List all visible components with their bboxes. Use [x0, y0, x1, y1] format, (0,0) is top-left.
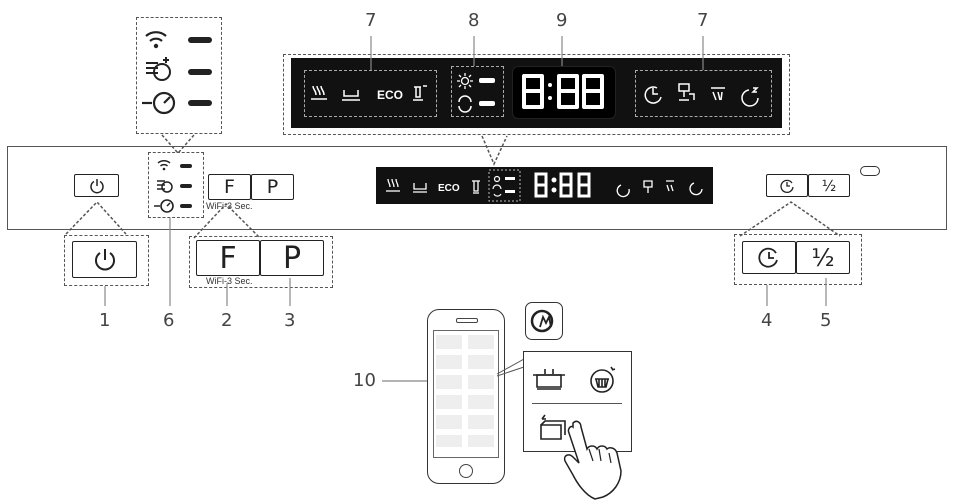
callout-6: 6: [163, 310, 175, 331]
callout-4: 4: [761, 310, 773, 331]
wifi-icon: [157, 159, 171, 171]
wifi-hint-large: WiFi-3 Sec.: [206, 276, 253, 286]
power-icon: [94, 248, 115, 270]
rinse-aid-icon: [458, 95, 472, 113]
f-button[interactable]: F: [208, 174, 251, 200]
wifi-hint-small: WiFi-3 Sec.: [206, 201, 253, 211]
fp-zoom-frame: [189, 236, 333, 288]
control-panel: [7, 146, 947, 230]
callout-5: 5: [820, 310, 832, 331]
intensive-icon: [311, 85, 327, 100]
f-button-large[interactable]: F: [196, 240, 260, 276]
clock-icon: [758, 247, 778, 268]
display-zoom-frame: [283, 54, 790, 135]
delay-timer-button[interactable]: [766, 174, 808, 197]
program-icons-row-left: ECO: [311, 85, 427, 102]
quick-icon: [644, 86, 662, 104]
status-zoom-frame: [136, 17, 222, 134]
auto-dry-icon-large: [146, 57, 171, 81]
power-zoom-frame: [64, 235, 149, 286]
pot-icon: [533, 369, 565, 390]
delay-timer-button-large[interactable]: [742, 241, 796, 274]
power-button-large[interactable]: [72, 241, 137, 278]
callout-8: 8: [468, 10, 480, 31]
glass-icon: [342, 90, 360, 101]
callout-7-right: 7: [697, 10, 709, 31]
clock-icon: [780, 179, 794, 193]
callout-10: 10: [353, 370, 376, 391]
p-button[interactable]: P: [251, 174, 294, 200]
basket-icon: [590, 366, 616, 393]
eco-label-mini: ECO: [438, 183, 460, 194]
power-button[interactable]: [74, 174, 119, 197]
status-indicators: [152, 154, 202, 216]
digits-8-88: [522, 74, 604, 109]
eco-label: ECO: [377, 88, 403, 102]
callout-1: 1: [99, 310, 111, 331]
callout-3: 3: [284, 310, 296, 331]
mini-display: ECO: [376, 167, 713, 204]
salt-icon: [457, 73, 473, 89]
rinse-icon: [413, 85, 427, 101]
callout-7-left: 7: [365, 10, 377, 31]
status-zoom-inner: [451, 66, 504, 117]
program-icons-left: [304, 70, 437, 117]
half-load-button[interactable]: ½: [808, 174, 850, 197]
power-icon: [89, 178, 104, 193]
timer-zoom-frame: [734, 234, 862, 285]
steam-icon: [711, 87, 725, 101]
wifi-icon-large: [145, 31, 167, 42]
half-load-button-large[interactable]: ½: [796, 241, 850, 274]
program-icons-right: [635, 70, 772, 117]
app-grid: [436, 335, 494, 447]
extra-dry-icon: [678, 83, 695, 101]
home-button[interactable]: [459, 464, 473, 478]
app-icon[interactable]: [525, 302, 563, 340]
delay-icon: [154, 199, 174, 213]
auto-dry-icon: [157, 180, 173, 193]
status-small-frame: [148, 152, 204, 218]
indicator-light: [860, 166, 880, 176]
callout-9: 9: [556, 10, 568, 31]
hand-icon: [563, 420, 622, 500]
panel-divider: [532, 403, 622, 404]
callout-2: 2: [221, 310, 233, 331]
speaker-slot: [456, 318, 478, 323]
night-icon: [741, 87, 759, 107]
delay-icon-large: [142, 91, 176, 115]
p-button-large[interactable]: P: [260, 240, 324, 276]
tray-icon: [540, 414, 566, 440]
